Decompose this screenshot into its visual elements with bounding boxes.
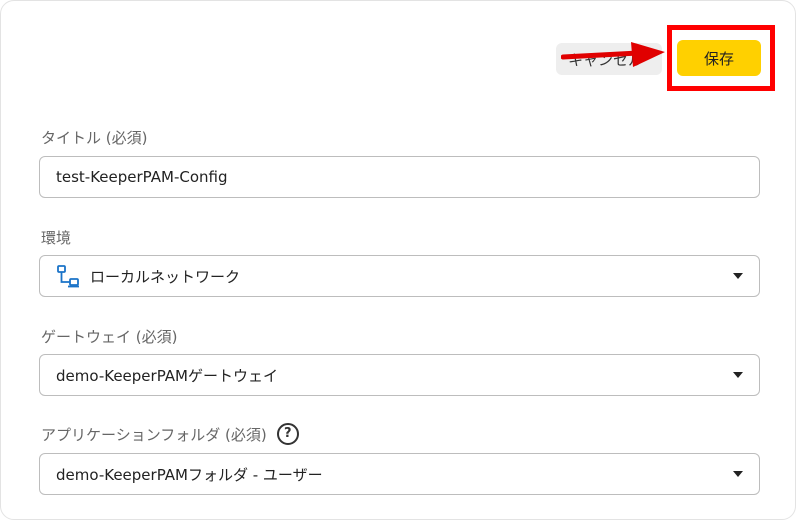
title-label: タイトル (必須) <box>41 129 148 147</box>
gateway-select[interactable]: demo-KeeperPAMゲートウェイ <box>39 354 760 396</box>
environment-select[interactable]: ローカルネットワーク <box>39 255 760 297</box>
environment-label: 環境 <box>41 229 72 247</box>
gateway-label: ゲートウェイ (必須) <box>41 328 178 346</box>
network-icon <box>57 265 79 288</box>
annotation-arrow <box>561 42 665 67</box>
app-folder-select[interactable]: demo-KeeperPAMフォルダ - ユーザー <box>39 453 760 495</box>
save-button[interactable]: 保存 <box>677 40 761 76</box>
title-field[interactable] <box>39 156 760 198</box>
app-folder-label-row: アプリケーションフォルダ (必須) ? <box>41 423 299 445</box>
gateway-value: demo-KeeperPAMゲートウェイ <box>56 366 278 385</box>
app-folder-value: demo-KeeperPAMフォルダ - ユーザー <box>56 465 323 484</box>
help-icon[interactable]: ? <box>276 423 299 445</box>
chevron-down-icon <box>733 372 743 378</box>
title-input[interactable] <box>56 168 736 186</box>
chevron-down-icon <box>733 471 743 477</box>
annotation-highlight-box <box>667 25 775 91</box>
chevron-down-icon <box>733 273 743 279</box>
app-folder-label: アプリケーションフォルダ (必須) <box>41 425 267 444</box>
environment-value: ローカルネットワーク <box>90 267 241 286</box>
